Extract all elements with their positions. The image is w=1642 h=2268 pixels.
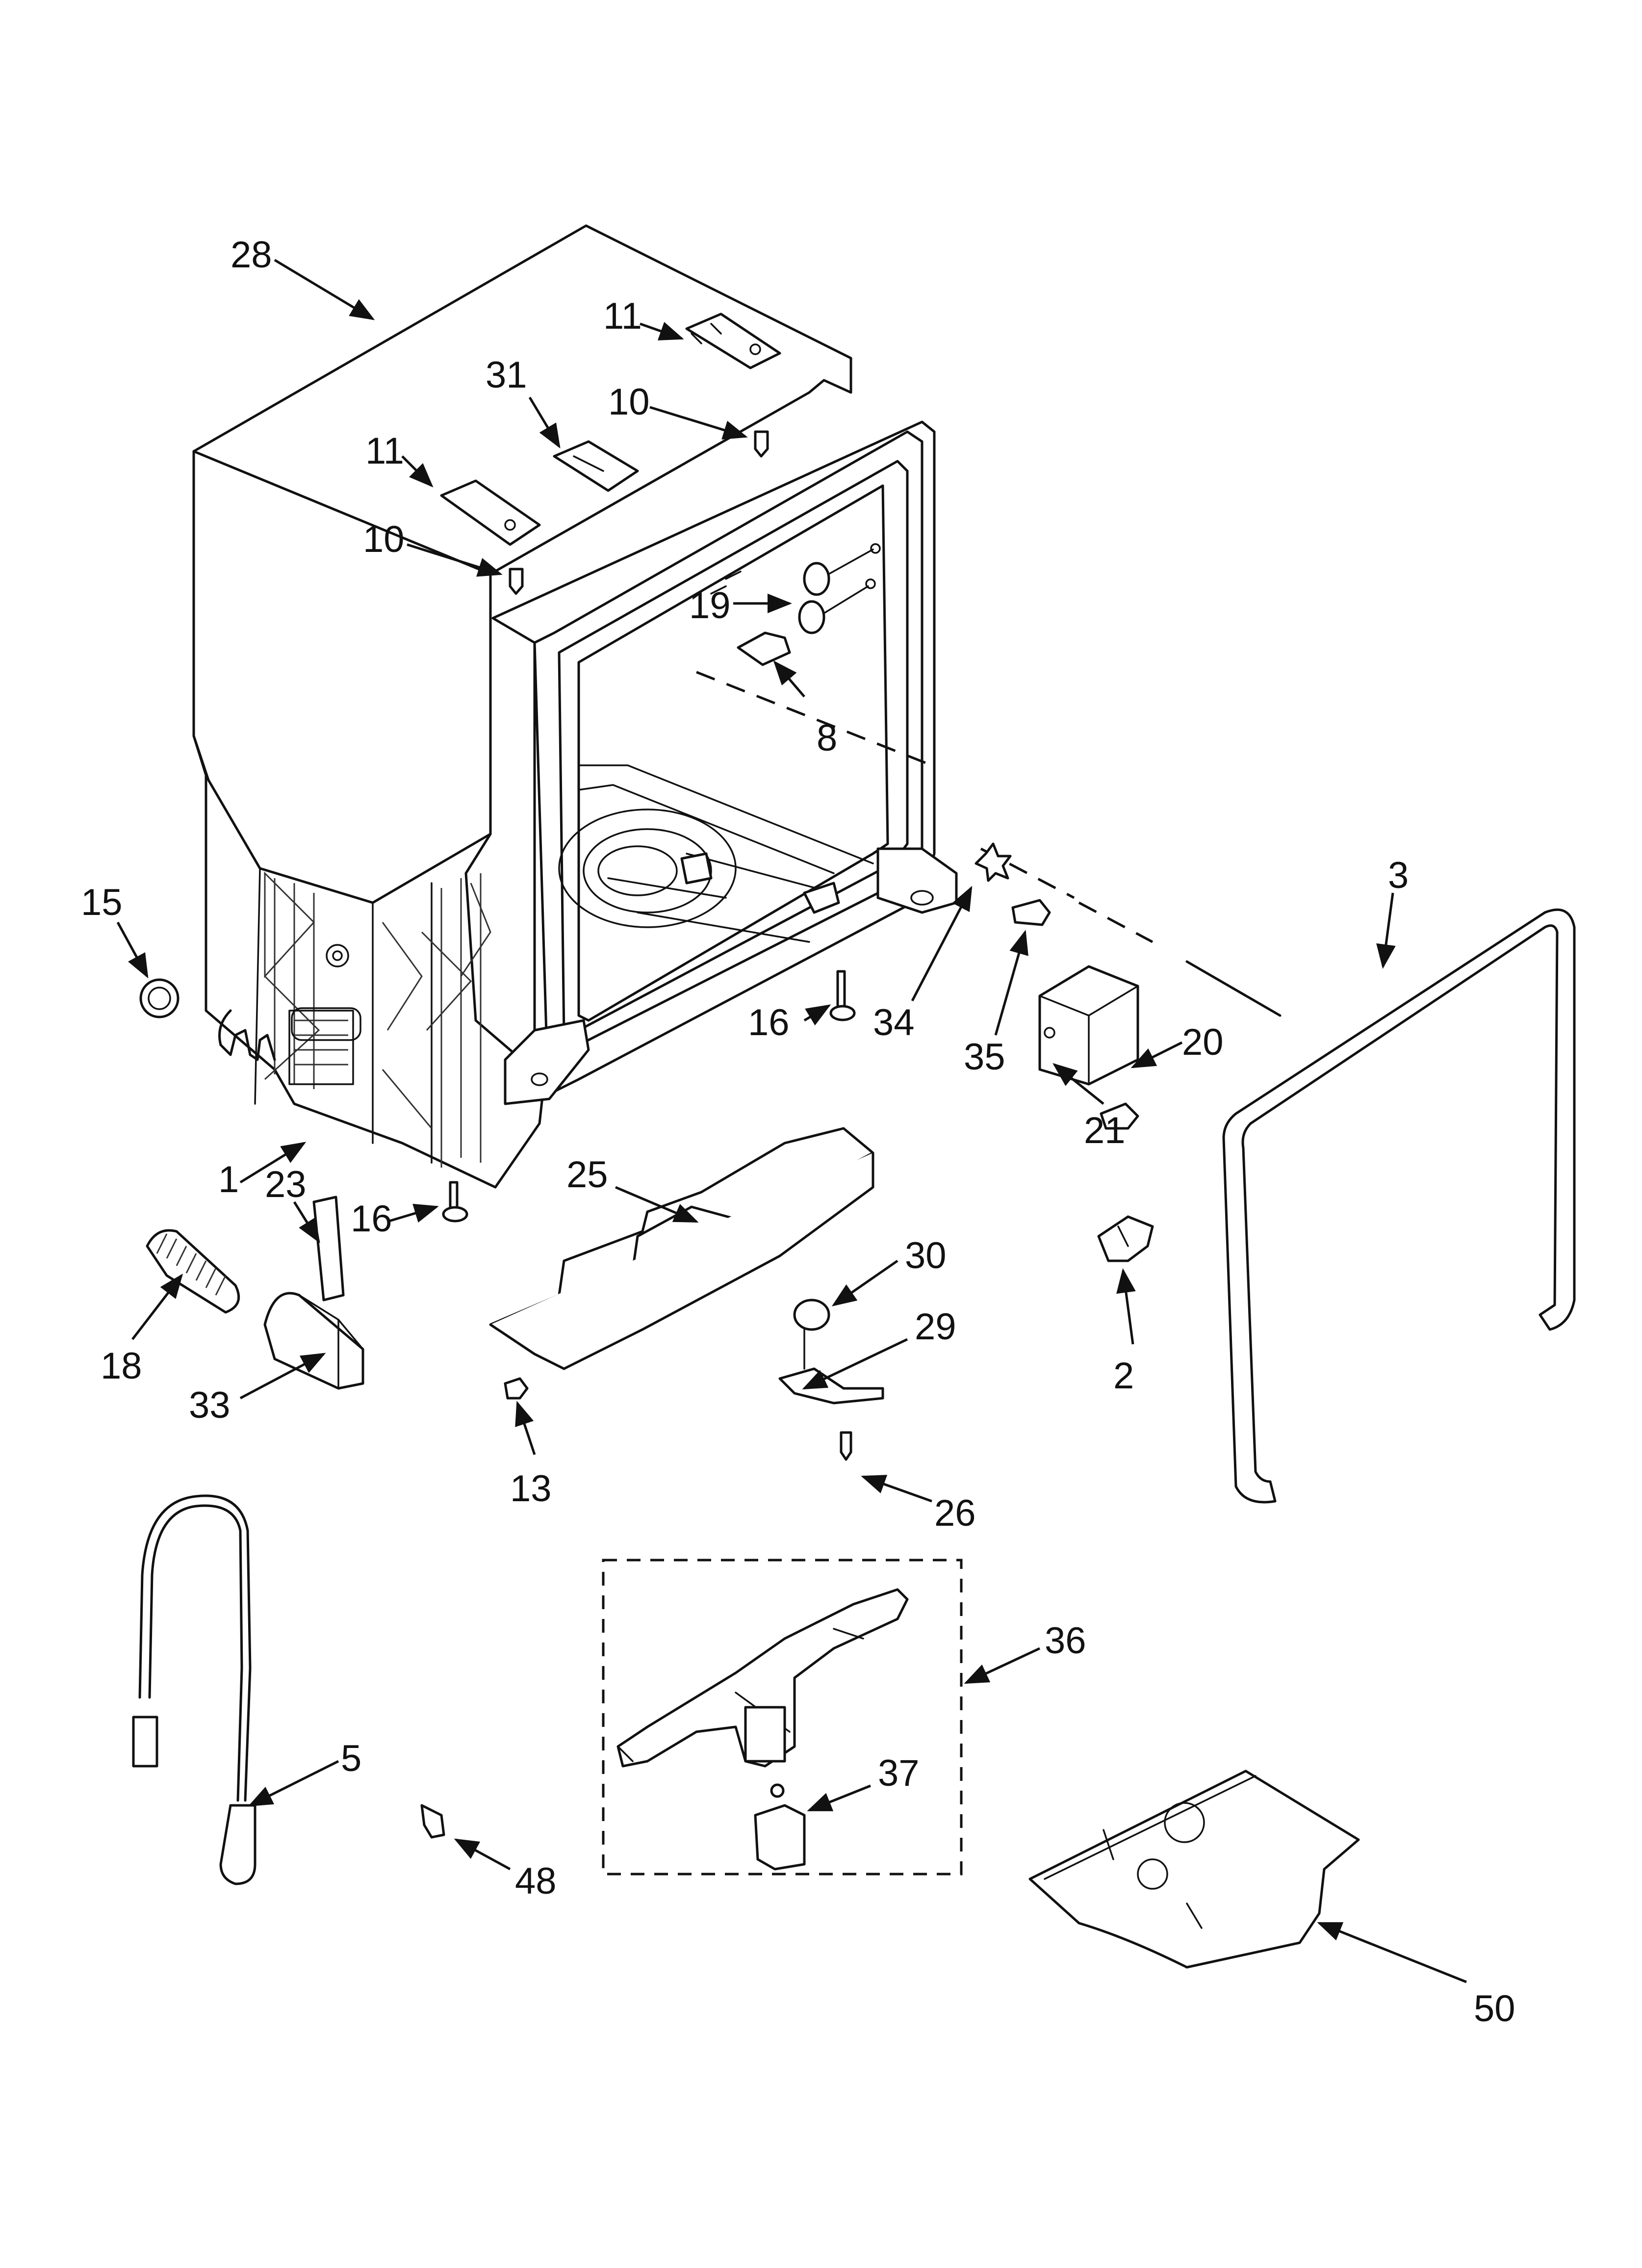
callout-29: 29 [915,1306,956,1348]
callout-15: 15 [81,882,123,923]
callout-3: 3 [1388,855,1409,896]
callout-labels: 28 11 10 31 11 10 19 8 15 3 16 34 35 20 … [81,234,1515,2030]
spring-clip-icon [420,1804,445,1839]
callout-10: 10 [363,519,405,560]
callout-31: 31 [486,354,527,396]
diverter-icon [754,1804,806,1871]
callout-26: 26 [934,1492,976,1534]
clamp-icon [1097,1215,1154,1262]
thermostat-icon [793,1299,830,1331]
screw-icon [840,1431,852,1461]
callout-19: 19 [689,585,731,626]
callout-2: 2 [1113,1355,1134,1397]
callout-11: 11 [365,430,404,472]
callout-16: 16 [351,1198,392,1240]
spray-arm-assembly-icon [616,1588,909,1768]
screw-icon [737,631,791,666]
leveling-leg-icon [449,1181,459,1211]
screw-icon [1100,1102,1139,1130]
screw-icon [754,430,769,458]
callout-50: 50 [1474,1988,1515,2030]
nut-icon [504,1377,529,1400]
callout-34: 34 [873,1002,915,1043]
callout-23: 23 [265,1164,307,1205]
callout-10: 10 [608,381,650,423]
star-washer-icon [975,842,1012,882]
callout-20: 20 [1182,1021,1224,1063]
callout-16: 16 [748,1002,790,1043]
callout-28: 28 [231,234,272,276]
callout-1: 1 [218,1159,239,1200]
door-gasket-icon [1222,908,1576,1504]
callout-8: 8 [817,717,837,759]
strip-icon [312,1196,345,1302]
roller-icon [798,600,825,634]
thermostat-bracket-icon [778,1367,884,1405]
callout-5: 5 [341,1738,361,1779]
callout-18: 18 [101,1345,142,1387]
callout-37: 37 [878,1752,920,1794]
callout-leaders [116,259,1467,1983]
screw-icon [509,568,524,595]
plug-icon [139,978,180,1018]
callout-11: 11 [603,295,642,337]
screw-icon [1011,899,1051,926]
leveling-leg-icon [836,970,846,1010]
spring-icon [146,1229,240,1314]
callout-35: 35 [964,1036,1005,1078]
callout-21: 21 [1084,1110,1126,1151]
callout-36: 36 [1045,1620,1086,1662]
drain-hose-icon [132,1494,257,1885]
callout-13: 13 [510,1468,552,1510]
roller-icon [803,562,830,596]
pad-icon [263,1292,364,1390]
small-parts [132,313,1576,1969]
callout-25: 25 [566,1154,608,1196]
parts-bag-icon [1028,1770,1360,1969]
clip-icon [553,440,639,492]
mounting-bracket-icon [440,479,541,546]
callout-30: 30 [905,1235,947,1277]
assembly-group-box [602,1559,963,1876]
callout-33: 33 [189,1384,231,1426]
callout-48: 48 [515,1860,557,1902]
